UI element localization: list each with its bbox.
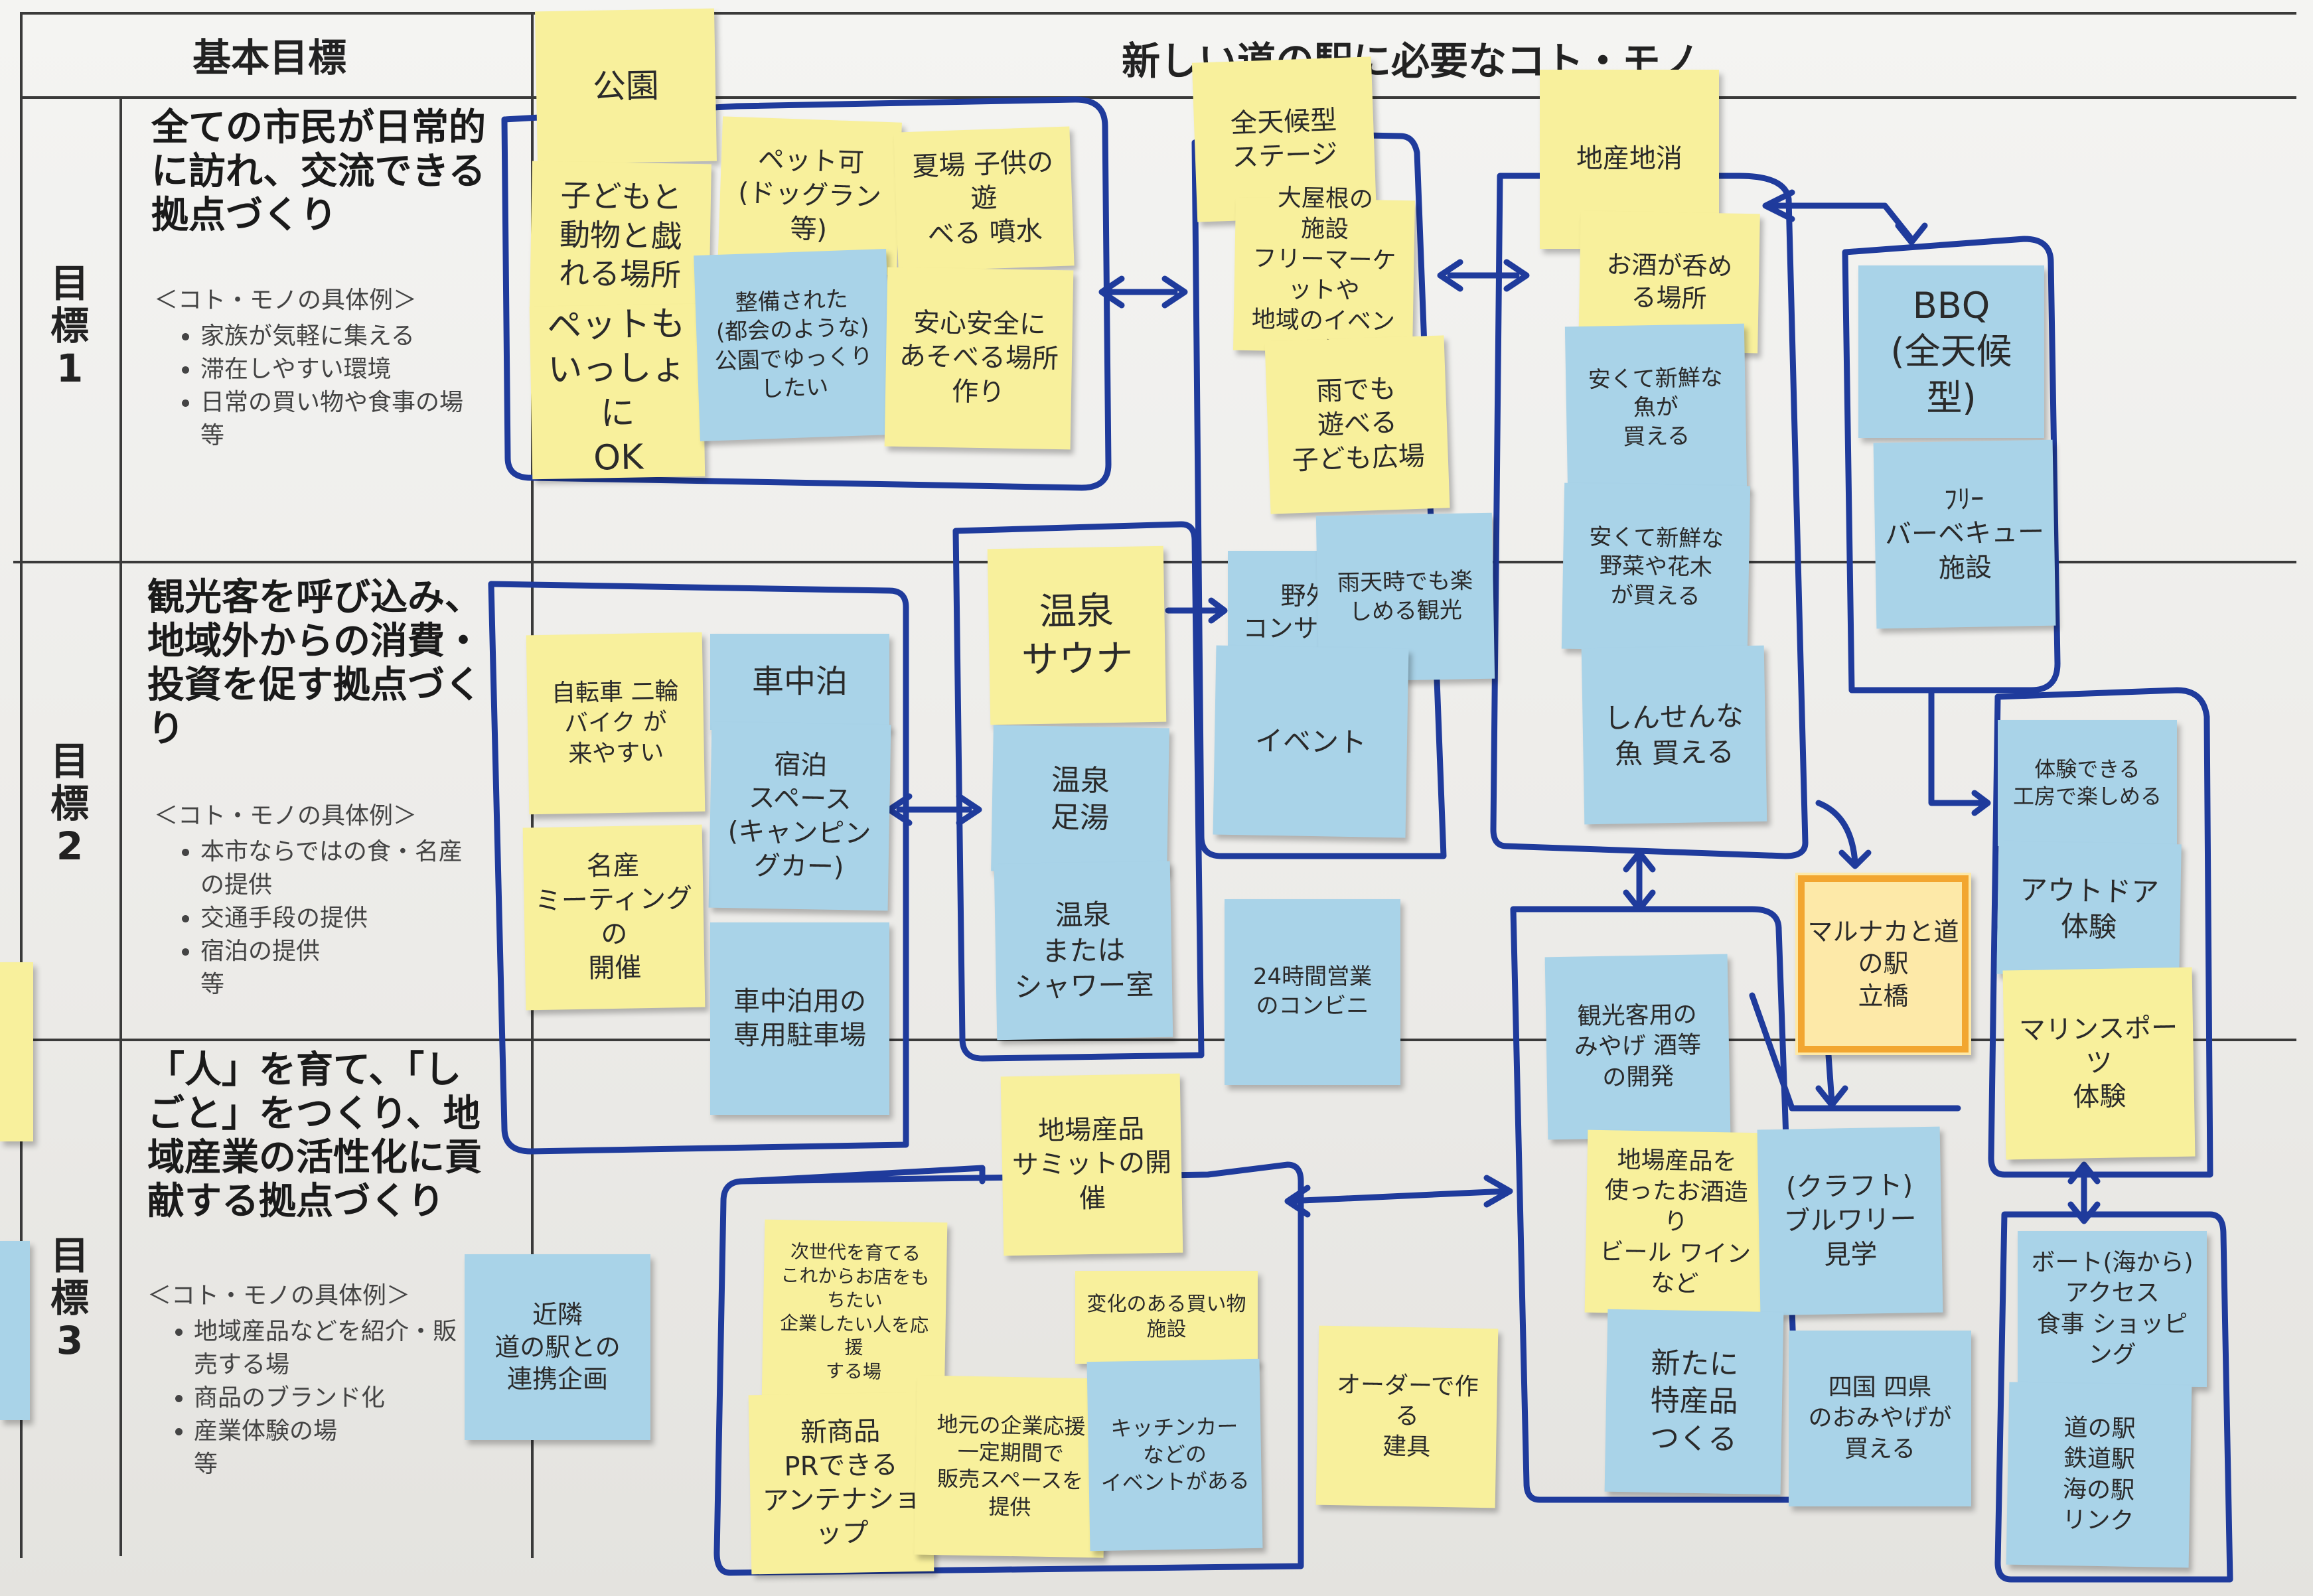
- header-bottom-line: [20, 96, 2296, 99]
- header-top-line: [20, 12, 2296, 15]
- goal-2-example: 宿泊の提供: [200, 935, 526, 968]
- arrow-tachibana: [1815, 800, 1872, 869]
- goal-1-examples-heading: ＜コト・モノの具体例＞: [154, 287, 417, 314]
- sticky-note-local-business-support: 地元の企業応援 一定期間で 販売スペースを 提供: [914, 1375, 1107, 1558]
- sticky-note-new-specialty: 新たに 特産品 つくる: [1604, 1309, 1784, 1495]
- sticky-note-big-roof: 大屋根の 施設 フリーマーケットや 地域のイベント等: [1233, 184, 1415, 366]
- arrow-food-sake: [1623, 849, 1656, 912]
- sticky-note-shikoku-souvenirs: 四国 四県 のおみやげが 買える: [1789, 1331, 1971, 1506]
- goal-2-example: 本市ならではの食・名産 の提供: [200, 835, 526, 902]
- goal-3-etc: 等: [194, 1451, 218, 1478]
- goal-2-examples-heading: ＜コト・モノの具体例＞: [154, 802, 417, 830]
- goal-number-column-line: [119, 96, 122, 1556]
- sticky-note-station-link: 道の駅 鉄道駅 海の駅 リンク: [2006, 1382, 2192, 1568]
- sticky-note-events: イベント: [1213, 645, 1409, 838]
- sticky-note-fresh-vegetables: 安くて新鮮な 野菜や花木 が買える: [1561, 482, 1751, 652]
- sticky-note-kids-animals: 子どもと 動物と戯 れる場所: [530, 161, 711, 311]
- arrow-park-stage: [1098, 275, 1188, 309]
- sticky-note-workshop-experience: 体験できる 工房で楽しめる: [1998, 720, 2177, 846]
- sticky-note-onsen-sauna: 温泉 サウナ: [987, 545, 1167, 725]
- sticky-note-nearby-stations: 近隣 道の駅との 連携企画: [465, 1254, 650, 1440]
- left-border-line: [20, 12, 23, 1558]
- sticky-note-souvenir-dev: 観光客用の みやげ 酒等 の開発: [1544, 954, 1731, 1140]
- sticky-note-fish-market: しんせんな 魚 買える: [1581, 645, 1767, 825]
- sticky-note-lodging-space: 宿泊 スペース (キャンピングカー): [708, 721, 891, 911]
- sticky-note-rv-parking: 車中泊用の 専用駐車場: [710, 922, 889, 1115]
- goal-2-examples: ＜コト・モノの具体例＞ 本市ならではの食・名産 の提供 交通手段の提供 宿泊の提…: [154, 800, 526, 1001]
- goal-3-examples: ＜コト・モノの具体例＞ 地域産品などを紹介・販 売する場 商品のブランド化 産業…: [147, 1279, 519, 1481]
- sticky-note-outdoor-experience: アウトドア 体験: [1996, 841, 2182, 978]
- sticky-note-kitchen-car: キッチンカー などの イベントがある: [1086, 1358, 1263, 1552]
- edge-sticky-note: [0, 962, 33, 1141]
- arrow-onsen-events: [1165, 597, 1228, 624]
- sticky-note-safe-play: 安心安全に あそべる場所 作り: [884, 267, 1074, 450]
- arrow-tachibana-down: [1815, 1052, 1848, 1108]
- goal-1-examples: ＜コト・モノの具体例＞ 家族が気軽に集える 滞在しやすい環境 日常の買い物や食事…: [154, 284, 526, 453]
- goal-3-examples-heading: ＜コト・モノの具体例＞: [147, 1282, 411, 1309]
- sticky-note-footbath: 温泉 足湯: [991, 725, 1169, 875]
- goal-3-example: 商品のブランド化: [194, 1382, 519, 1415]
- arrow-stage-food: [1437, 259, 1530, 292]
- arrow-tourism-onsen: [886, 793, 982, 826]
- sticky-note-brewery-tour: (クラフト) ブルワリー 見学: [1757, 1126, 1943, 1316]
- goal-2-title: 観光客を呼び込み、 地域外からの消費・ 投資を促す拠点づく り: [147, 576, 482, 751]
- goal-1-example: 家族が気軽に集える: [200, 320, 526, 353]
- sticky-note-boat-access: ボート(海から) アクセス 食事 ショッピング: [2018, 1231, 2207, 1387]
- arrow-bbq-experience: [1928, 687, 1991, 816]
- sticky-note-local-summit: 地場産品 サミットの開催: [1000, 1073, 1183, 1256]
- sticky-note-antenna-shop: 新商品 PRできる アンテナショップ: [748, 1392, 934, 1575]
- sticky-note-marine-sports: マリンスポーツ 体験: [2002, 967, 2196, 1160]
- goal-1-etc: 等: [200, 422, 225, 449]
- goal-2-etc: 等: [200, 971, 225, 998]
- header-basic-goals: 基本目標: [192, 35, 347, 80]
- goal-3-example: 地域産品などを紹介・販 売する場: [194, 1315, 519, 1382]
- sticky-note-car-camping: 車中泊: [710, 634, 889, 730]
- sticky-note-24h-convenience: 24時間営業 のコンビニ: [1225, 899, 1400, 1085]
- sticky-note-bike-access: 自転車 二輪 バイク が 来やすい: [526, 632, 706, 815]
- goal-3-title: 「人」を育て、「し ごと」をつくり、地 域産業の活性化に貢 献する拠点づくり: [147, 1049, 482, 1223]
- sticky-note-shower-room: 温泉 または シャワー室: [994, 861, 1173, 1041]
- sticky-note-summer-fountain: 夏場 子供の遊 べる 噴水: [893, 126, 1075, 272]
- sticky-note-fresh-fish: 安くて新鮮な 魚が 買える: [1564, 323, 1748, 493]
- goal-1-example: 日常の買い物や食事の場: [200, 386, 526, 419]
- sticky-note-tachibana: マルナカと道の駅 立橋: [1795, 873, 1971, 1055]
- sticky-note-bbq: BBQ (全天候型): [1858, 265, 2044, 438]
- arrow-industry-sake: [1284, 1175, 1513, 1218]
- arrow-experience-boat: [2067, 1161, 2101, 1224]
- sticky-note-pets-ok: ペットも いっしょに OK: [529, 303, 706, 480]
- sticky-note-park-heading: 公園: [535, 8, 717, 165]
- goal-1-example: 滞在しやすい環境: [200, 353, 526, 386]
- goal-3-example: 産業体験の場: [194, 1415, 519, 1448]
- goal-1-title: 全ての市民が日常的 に訪れ、交流できる 拠点づくり: [151, 106, 486, 237]
- sticky-note-park-relax: 整備された (都会のような) 公園でゆっくり したい: [694, 249, 893, 441]
- sticky-note-local-brewing: 地場産品を 使ったお酒造り ビール ワイン など: [1584, 1129, 1767, 1316]
- arrow-food-bbq: [1762, 189, 1928, 246]
- sticky-note-rain-playground: 雨でも 遊べる 子ども広場: [1264, 335, 1450, 514]
- sticky-note-custom-fittings: オーダーで作る 建具: [1315, 1325, 1499, 1508]
- goal-2-example: 交通手段の提供: [200, 902, 526, 935]
- sticky-note-varied-shopping: 変化のある買い物 施設: [1075, 1271, 1258, 1364]
- sticky-note-meetups: 名産 ミーティングの 開催: [522, 824, 706, 1011]
- edge-sticky-note: [0, 1241, 30, 1420]
- sticky-note-free-bbq: ﾌﾘｰ バーベキュー 施設: [1873, 439, 2056, 629]
